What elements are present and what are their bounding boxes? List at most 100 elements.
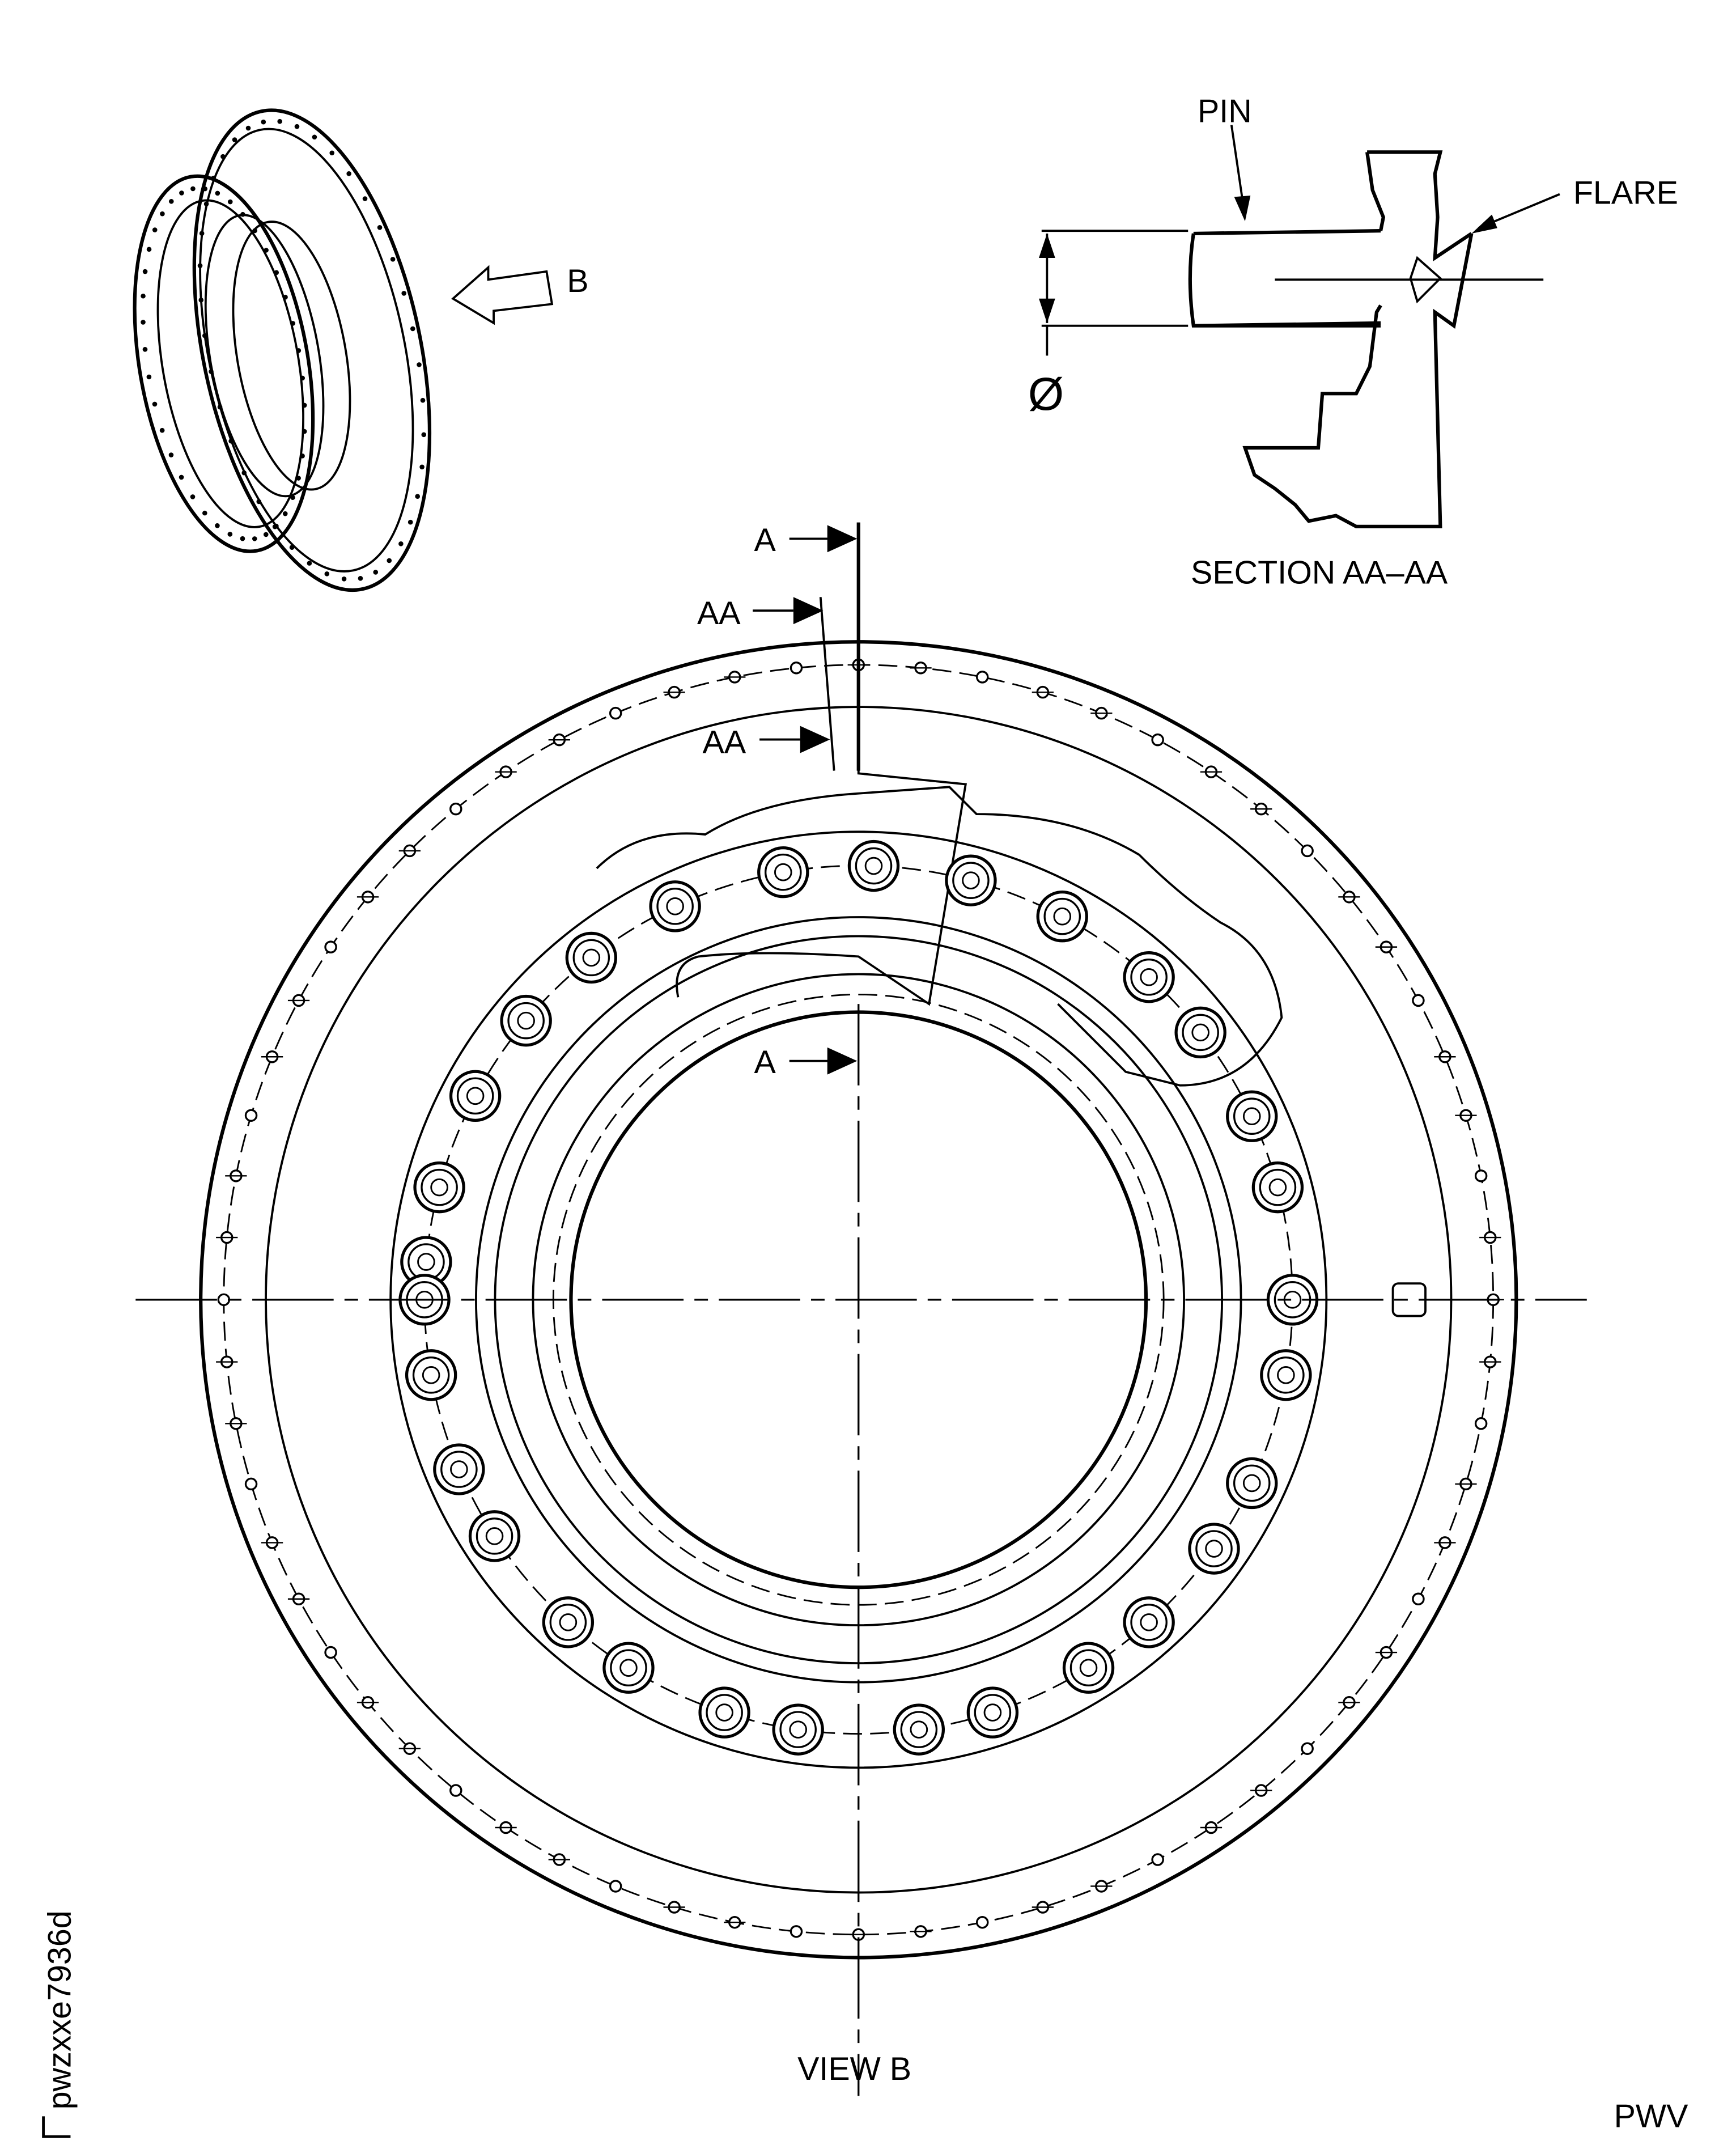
view-b-drawing: A AA AA A VIEW B: [135, 522, 1587, 2096]
section-title: SECTION AA–AA: [1191, 554, 1448, 591]
bolt-hole: [324, 1646, 337, 1659]
iso-flange-hole: [296, 476, 301, 481]
pad-boss-inner: [440, 1451, 478, 1488]
pad-boss-inner: [549, 1604, 587, 1641]
iso-bolt-hole: [346, 171, 351, 176]
bolt-hole: [1474, 1417, 1488, 1430]
pad-hole: [1277, 1366, 1295, 1384]
bolt-hole: [217, 1293, 231, 1307]
iso-flange-hole: [202, 186, 208, 192]
cut-label-a-top: A: [754, 522, 776, 558]
pad-hole: [1191, 1023, 1209, 1042]
iso-flange-hole: [282, 511, 288, 516]
iso-bolt-hole: [408, 519, 413, 525]
pad-boss-inner: [1043, 897, 1081, 935]
pad-boss-inner: [1233, 1464, 1271, 1502]
pad-boss-inner: [610, 1649, 647, 1686]
cut-label-a-bottom: A: [754, 1044, 776, 1080]
pad-hole: [619, 1659, 638, 1677]
iso-flange-hole: [227, 532, 233, 537]
iso-flange-hole: [190, 494, 196, 499]
pad-boss-inner: [1182, 1014, 1219, 1052]
iso-bolt-hole: [373, 570, 379, 575]
iso-flange-hole: [146, 374, 152, 380]
iso-flange-hole: [240, 536, 245, 541]
iso-bolt-hole: [261, 119, 266, 125]
iso-flange-hole: [300, 375, 305, 381]
iso-bolt-hole: [272, 524, 278, 529]
iso-flange-hole: [240, 211, 245, 217]
pad-boss-inner: [706, 1694, 743, 1731]
iso-bolt-hole: [341, 576, 347, 582]
iso-bolt-hole: [410, 326, 415, 332]
iso-bolt-hole: [390, 257, 396, 262]
pad-hole: [582, 948, 601, 967]
iso-bolt-hole: [417, 362, 422, 367]
iso-flange-hole: [215, 523, 220, 528]
iso-bolt-hole: [245, 125, 251, 131]
pad-hole: [466, 1087, 485, 1105]
iso-bolt-hole: [241, 470, 247, 476]
iso-flange-hole: [302, 429, 307, 434]
pad-hole: [1079, 1659, 1098, 1677]
iso-bolt-hole: [329, 150, 335, 156]
iso-flange-hole: [290, 321, 295, 326]
iso-bolt-hole: [211, 175, 216, 181]
pad-hole: [1140, 1613, 1158, 1631]
iso-flange-hole: [263, 532, 269, 537]
cut-label-aa-2: AA: [703, 724, 746, 760]
view-title: VIEW B: [797, 2051, 911, 2087]
iso-flange-hole: [290, 495, 295, 501]
iso-flange-hole: [283, 294, 288, 300]
bolt-hole: [1474, 1169, 1488, 1182]
iso-flange-hole: [152, 227, 158, 232]
bolt-hole: [790, 662, 803, 675]
iso-flange-hole: [168, 452, 174, 457]
iso-bolt-hole: [362, 196, 368, 201]
bolt-hole: [975, 1915, 989, 1929]
cut-label-aa-1: AA: [697, 595, 741, 631]
iso-flange-hole: [168, 198, 174, 204]
pad-boss-inner: [1195, 1530, 1233, 1567]
iso-bolt-hole: [358, 576, 363, 581]
iso-flange-hole: [300, 453, 305, 459]
iso-flange-hole: [141, 293, 146, 299]
pad-hole: [774, 863, 792, 881]
iso-flange-hole: [202, 510, 207, 516]
iso-bolt-hole: [277, 118, 282, 124]
pad-hole: [1242, 1107, 1261, 1125]
iso-bolt-hole: [398, 541, 404, 546]
pad-boss-inner: [1259, 1168, 1297, 1206]
pad-boss-inner: [952, 862, 990, 899]
iso-bolt-hole: [203, 201, 209, 207]
iso-bolt-hole: [387, 558, 392, 563]
section-aa-drawing: PIN FLARE Ø SECTION AA–AA: [1028, 94, 1678, 591]
bolt-hole: [449, 802, 462, 816]
pad-hole: [1242, 1474, 1261, 1493]
view-b-arrow: B: [451, 263, 589, 325]
pad-hole: [962, 871, 980, 889]
diameter-symbol: Ø: [1028, 368, 1064, 420]
iso-bolt-hole: [209, 369, 214, 374]
iso-bolt-hole: [202, 333, 207, 338]
iso-bolt-hole: [198, 297, 204, 303]
pad-hole: [450, 1460, 468, 1478]
pad-boss-inner: [1069, 1649, 1107, 1686]
bolt-hole: [244, 1109, 258, 1122]
footer-code: PWV: [1614, 2099, 1688, 2135]
flare-label: FLARE: [1573, 175, 1678, 211]
pad-hole: [789, 1720, 807, 1739]
iso-bolt-hole: [232, 137, 237, 142]
iso-flange-hole: [296, 348, 302, 353]
bolt-hole: [244, 1477, 258, 1491]
view-arrow-label: B: [567, 263, 588, 299]
bolt-hole: [975, 671, 989, 684]
pad-hole: [1140, 968, 1158, 986]
iso-flange-hole: [252, 228, 257, 234]
iso-flange-hole: [142, 269, 148, 274]
iso-flange-hole: [142, 347, 148, 352]
iso-bolt-hole: [312, 134, 317, 140]
bolt-hole: [609, 1880, 622, 1893]
pad-boss-inner: [1267, 1356, 1305, 1394]
